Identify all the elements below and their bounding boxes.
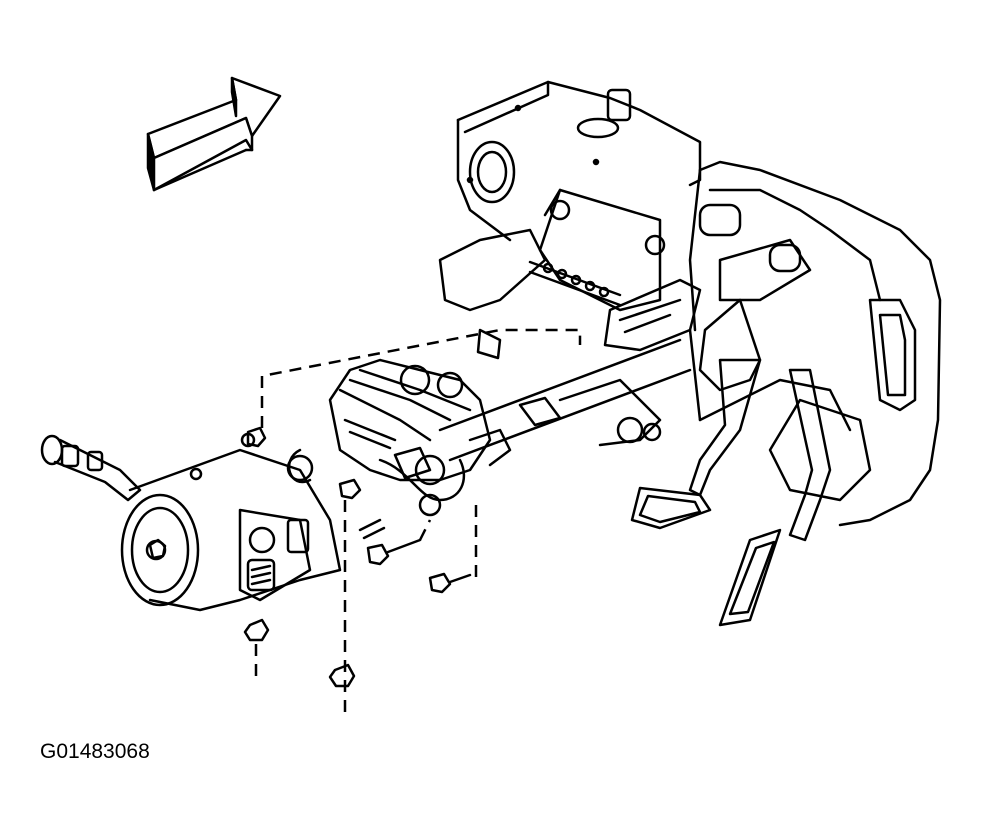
steering-column-shaft (438, 338, 692, 462)
pedal-box-housing (688, 160, 942, 527)
alignment-lines (254, 328, 582, 715)
instrument-panel-support (438, 80, 702, 360)
turn-signal-lever (40, 434, 142, 502)
forward-arrow-icon (146, 76, 282, 192)
accelerator-pedal (718, 368, 832, 627)
fastener-bolts (243, 426, 472, 688)
brake-pedal (630, 358, 762, 530)
wiring-harness (286, 358, 512, 517)
column-housing (120, 432, 342, 612)
figure-id-label: G01483068 (40, 740, 150, 763)
